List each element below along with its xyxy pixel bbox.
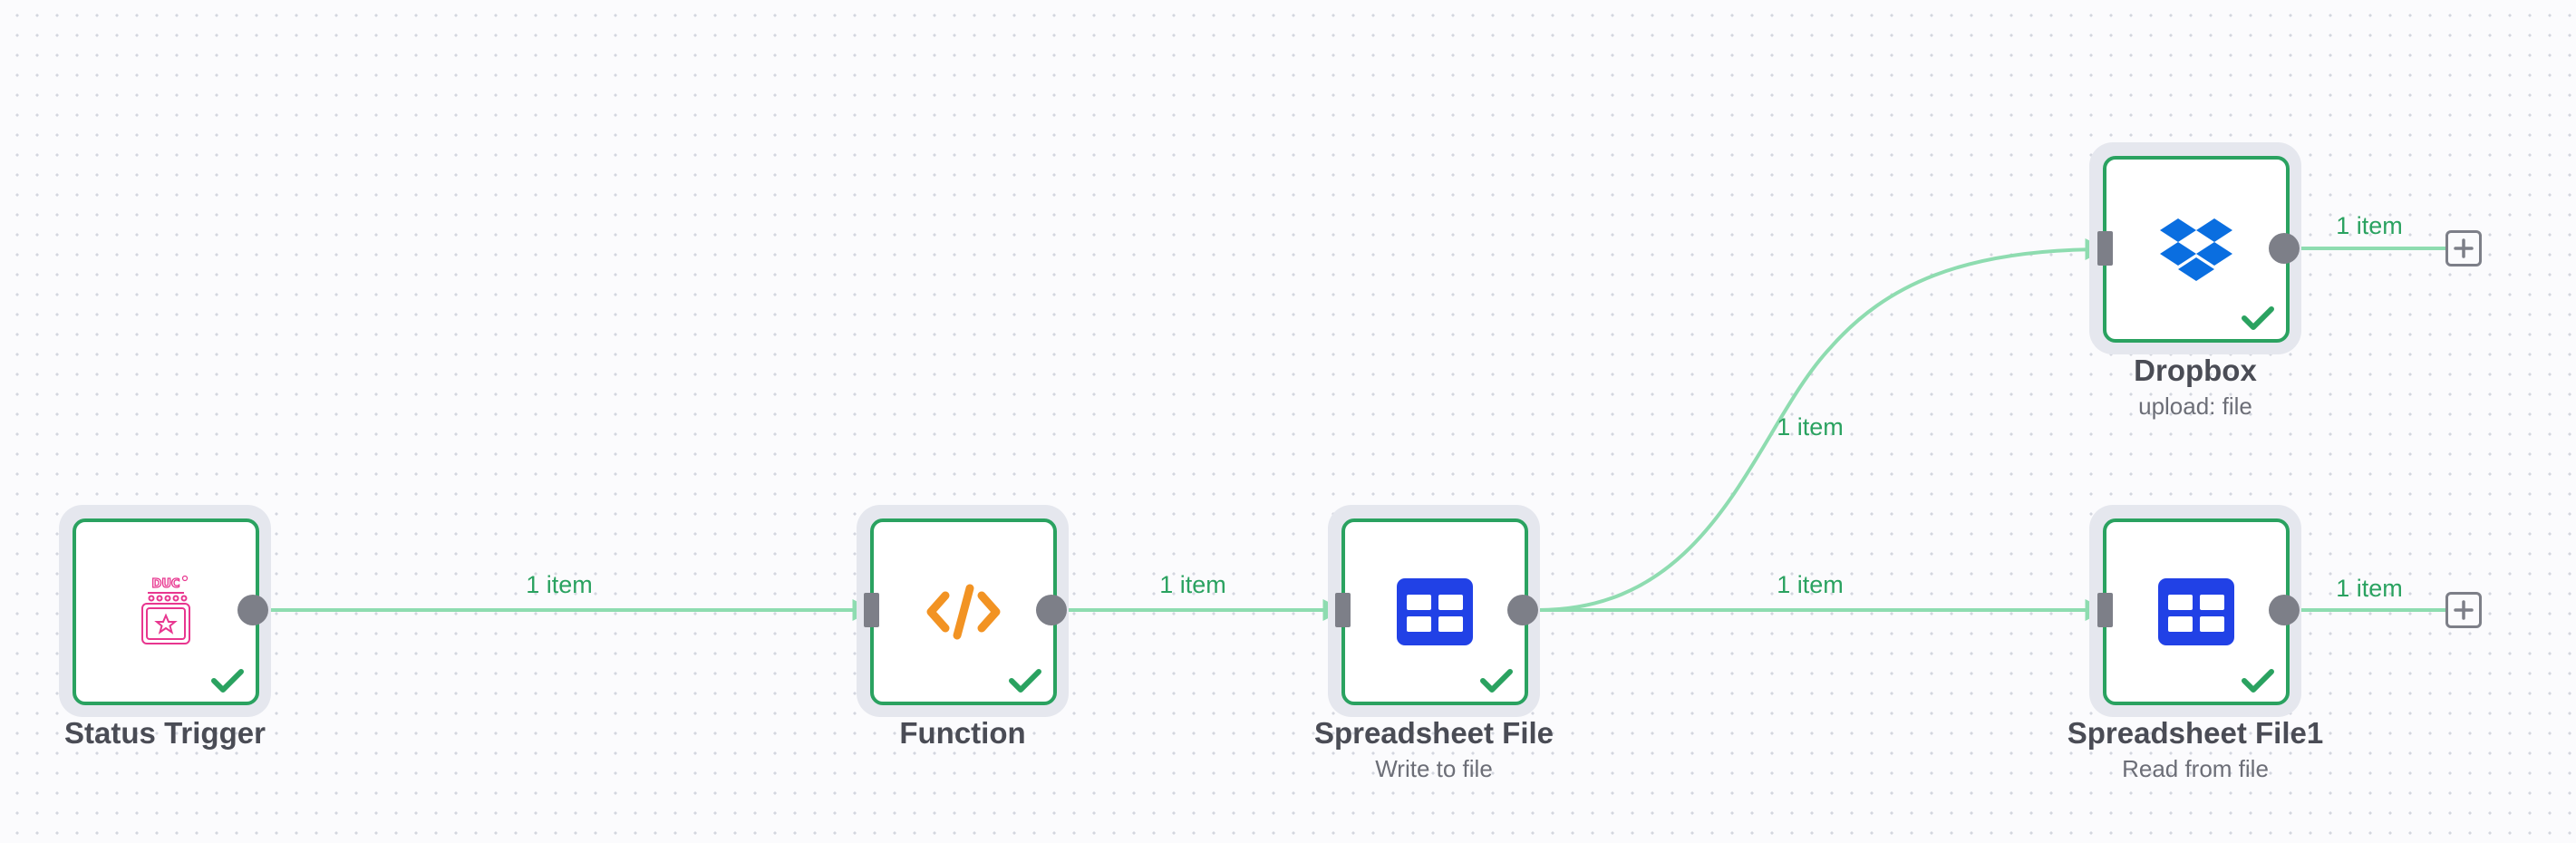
input-handle[interactable]: [2097, 231, 2113, 266]
spreadsheet-table-icon: [1397, 578, 1473, 645]
node-function[interactable]: [857, 505, 1069, 717]
success-check-icon: [1480, 669, 1513, 693]
input-handle[interactable]: [1335, 593, 1351, 627]
node-title: Dropbox: [2134, 354, 2257, 387]
edge-label: 1 item: [2336, 575, 2403, 602]
output-handle[interactable]: [237, 595, 268, 625]
output-handle[interactable]: [2269, 233, 2300, 264]
edge-spreadsheet-file-dropbox[interactable]: [1537, 238, 2107, 612]
input-handle[interactable]: [2097, 593, 2113, 627]
node-subtitle: upload: file: [2138, 392, 2252, 420]
edge-label: 1 item: [2336, 212, 2403, 239]
plus-icon: [2454, 600, 2474, 620]
edge-label: 1 item: [1159, 571, 1226, 598]
node-card[interactable]: [2103, 156, 2290, 343]
calendar-status-icon: DUC: [141, 575, 190, 644]
add-node-button[interactable]: [2445, 592, 2482, 628]
node-card[interactable]: [870, 518, 1057, 705]
node-spreadsheet-file1[interactable]: [2089, 505, 2301, 717]
success-check-icon: [2242, 669, 2274, 693]
edge-label: 1 item: [526, 571, 593, 598]
add-node-button[interactable]: [2445, 230, 2482, 266]
node-subtitle: Read from file: [2122, 755, 2269, 782]
success-check-icon: [1009, 669, 1041, 693]
output-handle[interactable]: [1507, 595, 1538, 625]
node-title: Spreadsheet File: [1313, 716, 1554, 750]
output-handle[interactable]: [2269, 595, 2300, 625]
output-handle[interactable]: [1036, 595, 1067, 625]
success-check-icon: [211, 669, 244, 693]
node-card[interactable]: [2103, 518, 2290, 705]
node-dropbox[interactable]: [2089, 142, 2301, 354]
success-check-icon: [2242, 306, 2274, 330]
plus-icon: [2454, 238, 2474, 258]
node-card[interactable]: DUC: [73, 518, 259, 705]
svg-text:DUC: DUC: [152, 577, 180, 591]
input-handle[interactable]: [864, 593, 879, 627]
dropbox-icon: [2160, 218, 2232, 281]
code-brackets-icon: [926, 584, 1001, 640]
node-title: Spreadsheet File1: [2067, 716, 2324, 750]
node-card[interactable]: [1341, 518, 1528, 705]
node-spreadsheet-file[interactable]: [1328, 505, 1540, 717]
edge-label: 1 item: [1777, 571, 1844, 598]
edge-label: 1 item: [1777, 413, 1844, 441]
node-title: Function: [899, 716, 1026, 750]
node-subtitle: Write to file: [1375, 755, 1493, 782]
spreadsheet-table-icon: [2158, 578, 2234, 645]
node-title: Status Trigger: [64, 716, 266, 750]
